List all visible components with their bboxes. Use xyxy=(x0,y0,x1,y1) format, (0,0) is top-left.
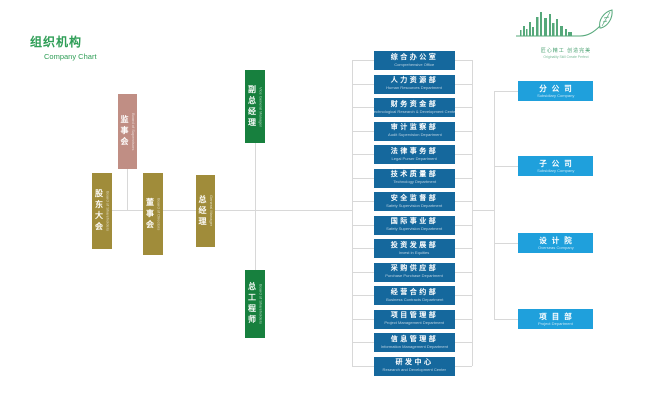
dept-label-en: Technology Department xyxy=(393,179,436,184)
affiliate-label-cn: 子公司 xyxy=(539,158,577,168)
dept-label-en: Audit Supervision Department xyxy=(387,132,442,137)
dept-box: 人力资源部 Human Resources Department xyxy=(352,74,472,94)
dept-label-cn: 投资发展部 xyxy=(390,241,439,249)
dept-label-cn: 信息管理部 xyxy=(390,335,439,343)
connector-line xyxy=(127,169,128,211)
dept-label-cn: 法律事务部 xyxy=(390,147,439,155)
affiliate-box-design-institute: 设计院 Overseas Company xyxy=(494,233,593,253)
affiliate-label-cn: 分公司 xyxy=(539,83,577,93)
dept-box: 采购供应部 Purchase Purchase Department xyxy=(352,262,472,282)
affiliate-label-en: Overseas Company xyxy=(537,244,574,250)
dept-label-en: Purchase Purchase Department xyxy=(385,273,444,278)
dept-label-en: Information Management Department xyxy=(380,343,449,349)
gov-box-label-en: Board of Shareholders xyxy=(105,190,111,232)
gov-box-label-en: General Manager xyxy=(209,195,214,227)
gov-box-supervisors: 监事会 Board of Supervisors xyxy=(118,94,137,169)
gov-box-directors: 董事会 Board of Directors xyxy=(143,173,163,255)
dept-box: 财务资金部 Technological Research & Developme… xyxy=(352,98,472,117)
dept-box: 国际事业部 Safety Supervision Department xyxy=(352,215,472,235)
gov-box-label-en: Vice General Manager xyxy=(258,86,264,127)
dept-box: 综合办公室 Comprehensive Office xyxy=(352,51,472,70)
dept-box: 信息管理部 Information Management Department xyxy=(352,333,472,352)
logo-slogan-cn: 匠心精工 创造完美 xyxy=(540,48,592,54)
affiliate-box-branch: 分公司 Subsidiary Company xyxy=(494,81,593,101)
page-title-cn: 组织机构 xyxy=(30,35,83,49)
dept-label-en: Technological Research & Development Cen… xyxy=(371,108,458,114)
page-title: 组织机构 Company Chart xyxy=(30,33,97,61)
connector-line xyxy=(472,60,473,366)
connector-line xyxy=(215,210,352,211)
logo-slogan-en: Originality Skill Create Perfect xyxy=(543,54,589,59)
gov-box-label-cn: 监事会 xyxy=(120,115,129,148)
dept-label-cn: 研发中心 xyxy=(395,359,434,366)
dept-box: 技术质量部 Technology Department xyxy=(352,168,472,188)
company-logo: 匠心精工 创造完美 Originality Skill Create Perfe… xyxy=(511,8,621,59)
affiliate-label-cn: 设计院 xyxy=(539,235,577,245)
dept-box: 研发中心 Research and Development Center xyxy=(352,356,472,376)
affiliate-label-en: Subsidiary Company xyxy=(536,92,575,98)
gov-box-vice-general-manager: 副总经理 Vice General Manager xyxy=(245,70,265,143)
dept-box: 投资发展部 Invest in Equities xyxy=(352,239,472,258)
affiliate-box-project-dept: 项目部 Project Department xyxy=(494,309,593,329)
dept-label-en: Comprehensive Office xyxy=(394,61,435,67)
dept-label-en: Safety Supervision Department xyxy=(386,202,443,208)
gov-box-label-cn: 总工程师 xyxy=(247,282,257,326)
gov-box-label-cn: 副总经理 xyxy=(247,84,257,129)
affiliate-label-en: Project Department xyxy=(538,320,573,326)
gov-box-label-cn: 股东大会 xyxy=(94,189,104,233)
dept-box: 审计监察部 Audit Supervision Department xyxy=(352,121,472,141)
dept-label-cn: 安全监督部 xyxy=(390,194,439,202)
dept-box: 项目管理部 Project Management Department xyxy=(352,309,472,329)
dept-box: 经营合约部 Business Contracts Department xyxy=(352,286,472,305)
gov-box-general-manager: 总经理 General Manager xyxy=(196,175,215,247)
dept-label-en: Research and Development Center xyxy=(382,367,447,372)
dept-box: 法律事务部 Legal Purser Department xyxy=(352,145,472,164)
dept-label-cn: 经营合约部 xyxy=(390,288,439,296)
dept-label-en: Project Management Department xyxy=(384,320,445,325)
dept-label-cn: 人力资源部 xyxy=(390,77,439,84)
dept-label-cn: 项目管理部 xyxy=(390,312,439,319)
dept-label-cn: 综合办公室 xyxy=(390,53,439,61)
connector-line xyxy=(163,210,196,211)
dept-label-cn: 国际事业部 xyxy=(390,218,439,225)
dept-label-en: Legal Purser Department xyxy=(391,155,438,161)
dept-label-cn: 财务资金部 xyxy=(390,100,439,108)
gov-box-label-en: Board of Supervisors xyxy=(131,112,136,151)
affiliate-label-cn: 项目部 xyxy=(539,311,577,321)
skyline-feather-icon xyxy=(516,9,613,37)
affiliate-box-subsidiary: 子公司 Subsidiary Company xyxy=(494,156,593,176)
dept-label-en: Invest in Equities xyxy=(399,249,430,255)
page-title-en: Company Chart xyxy=(44,52,97,61)
dept-label-en: Business Contracts Department xyxy=(385,296,444,302)
dept-label-en: Safety Supervision Department xyxy=(386,226,443,231)
gov-box-label-cn: 董事会 xyxy=(145,197,155,231)
affiliate-label-en: Subsidiary Company xyxy=(536,167,575,173)
gov-box-label-cn: 总经理 xyxy=(198,194,207,228)
gov-box-shareholders: 股东大会 Board of Shareholders xyxy=(92,173,112,249)
connector-line xyxy=(494,91,495,319)
dept-label-cn: 审计监察部 xyxy=(390,124,439,131)
dept-box: 安全监督部 Safety Supervision Department xyxy=(352,192,472,211)
connector-line xyxy=(472,210,494,211)
dept-label-en: Human Resources Department xyxy=(386,85,443,90)
gov-box-label-en: Board of Directors xyxy=(156,197,162,231)
gov-box-label-en: Board of Shareholders xyxy=(258,283,264,325)
connector-line xyxy=(352,60,353,366)
gov-box-chief-engineer: 总工程师 Board of Shareholders xyxy=(245,270,265,338)
dept-label-cn: 采购供应部 xyxy=(390,265,439,272)
connector-line xyxy=(255,143,256,270)
dept-label-cn: 技术质量部 xyxy=(390,171,439,178)
